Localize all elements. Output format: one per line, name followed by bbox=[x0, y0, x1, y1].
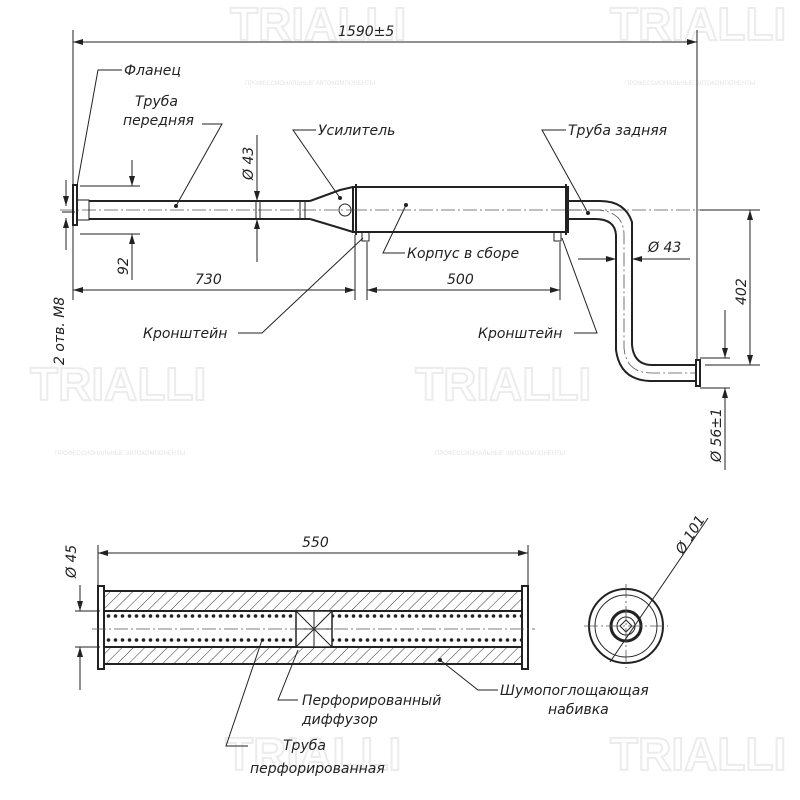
section-view: 550 Ø 45 Ø 101 bbox=[64, 513, 709, 690]
leader-line bbox=[292, 129, 341, 199]
front-pipe bbox=[89, 200, 310, 220]
watermark-tagline: ПРОФЕССИОНАЛЬНЫЕ АВТОКОМПОНЕНТЫ bbox=[245, 81, 375, 87]
end-view bbox=[584, 517, 709, 668]
label-perf-pipe-2: перфорированная bbox=[250, 761, 385, 777]
sound-absorbing-packing bbox=[102, 646, 524, 665]
leader-line bbox=[76, 69, 122, 187]
label-front-pipe-1: Труба bbox=[135, 94, 178, 110]
label-bracket-left: Кронштейн bbox=[143, 326, 227, 342]
muffler-body bbox=[352, 186, 569, 233]
dim-inner-diameter: Ø 45 bbox=[64, 545, 80, 579]
leader-line bbox=[238, 237, 364, 334]
reinforcement-cone bbox=[309, 186, 354, 233]
dim-outlet-diameter: Ø 56±1 bbox=[709, 408, 725, 463]
dim-outer-diameter: Ø 101 bbox=[672, 513, 708, 558]
dim-front-pipe-diameter: Ø 43 bbox=[241, 147, 257, 181]
section-end-cap bbox=[97, 585, 105, 670]
dim-rear-drop: 402 bbox=[734, 278, 750, 305]
leader-line bbox=[382, 204, 407, 254]
flange bbox=[72, 184, 78, 226]
bracket bbox=[361, 231, 370, 242]
muffler-assembly bbox=[60, 184, 760, 387]
label-rear-pipe: Труба задняя bbox=[568, 123, 667, 139]
reinforcement-hole bbox=[338, 203, 352, 217]
watermark-tagline: ПРОФЕССИОНАЛЬНЫЕ АВТОКОМПОНЕНТЫ bbox=[435, 451, 565, 457]
label-diffuser-1: Перфорированный bbox=[302, 693, 441, 709]
dim-flange-offset: 92 bbox=[116, 257, 132, 275]
label-perf-pipe-1: Труба bbox=[283, 738, 326, 754]
label-flange: Фланец bbox=[124, 63, 181, 79]
dim-flange-holes: 2 отв. M8 bbox=[52, 297, 68, 365]
leader-line bbox=[439, 659, 498, 691]
rear-pipe bbox=[568, 200, 701, 387]
watermark-tagline: ПРОФЕССИОНАЛЬНЫЕ АВТОКОМПОНЕНТЫ bbox=[625, 81, 755, 87]
label-packing-1: Шумопоглощающая bbox=[500, 683, 649, 699]
label-bracket-right: Кронштейн bbox=[478, 326, 562, 342]
watermark-tagline: ПРОФЕССИОНАЛЬНЫЕ АВТОКОМПОНЕНТЫ bbox=[55, 451, 185, 457]
dim-overall-length: 1590±5 bbox=[338, 24, 394, 40]
top-labels: Фланец Труба передняя Усилитель Труба за… bbox=[76, 63, 667, 342]
watermark-logo: TRIALLI bbox=[225, 728, 401, 780]
leader-line bbox=[277, 649, 299, 701]
leader-line bbox=[175, 123, 223, 207]
label-diffuser-2: диффузор bbox=[301, 712, 378, 728]
diameter-leader bbox=[609, 517, 709, 663]
watermark-logo: TRIALLI bbox=[415, 358, 591, 410]
label-front-pipe-2: передняя bbox=[123, 113, 194, 129]
dim-front-pipe-length: 730 bbox=[195, 272, 222, 288]
label-body-assembly: Корпус в сборе bbox=[407, 246, 519, 262]
bracket bbox=[553, 231, 562, 242]
dim-body-length: 500 bbox=[447, 272, 474, 288]
label-reinforcement: Усилитель bbox=[318, 123, 395, 139]
dim-section-length: 550 bbox=[302, 535, 329, 551]
section-end-cap bbox=[521, 585, 529, 670]
leader-line bbox=[225, 639, 263, 747]
label-packing-2: набивка bbox=[548, 702, 609, 718]
dim-rear-pipe-diameter: Ø 43 bbox=[647, 240, 681, 256]
section-labels: Перфорированный диффузор Шумопоглощающая… bbox=[225, 639, 649, 777]
outlet-flange bbox=[695, 359, 701, 387]
leader-line bbox=[561, 237, 598, 334]
watermark-logo: TRIALLI bbox=[610, 728, 786, 780]
watermark-logo: TRIALLI bbox=[30, 358, 206, 410]
sound-absorbing-packing bbox=[102, 590, 524, 612]
watermarks: TRIALLI TRIALLI TRIALLI TRIALLI TRIALLI … bbox=[29, 0, 787, 781]
flange-collar bbox=[76, 199, 90, 221]
leader-line bbox=[541, 129, 589, 214]
